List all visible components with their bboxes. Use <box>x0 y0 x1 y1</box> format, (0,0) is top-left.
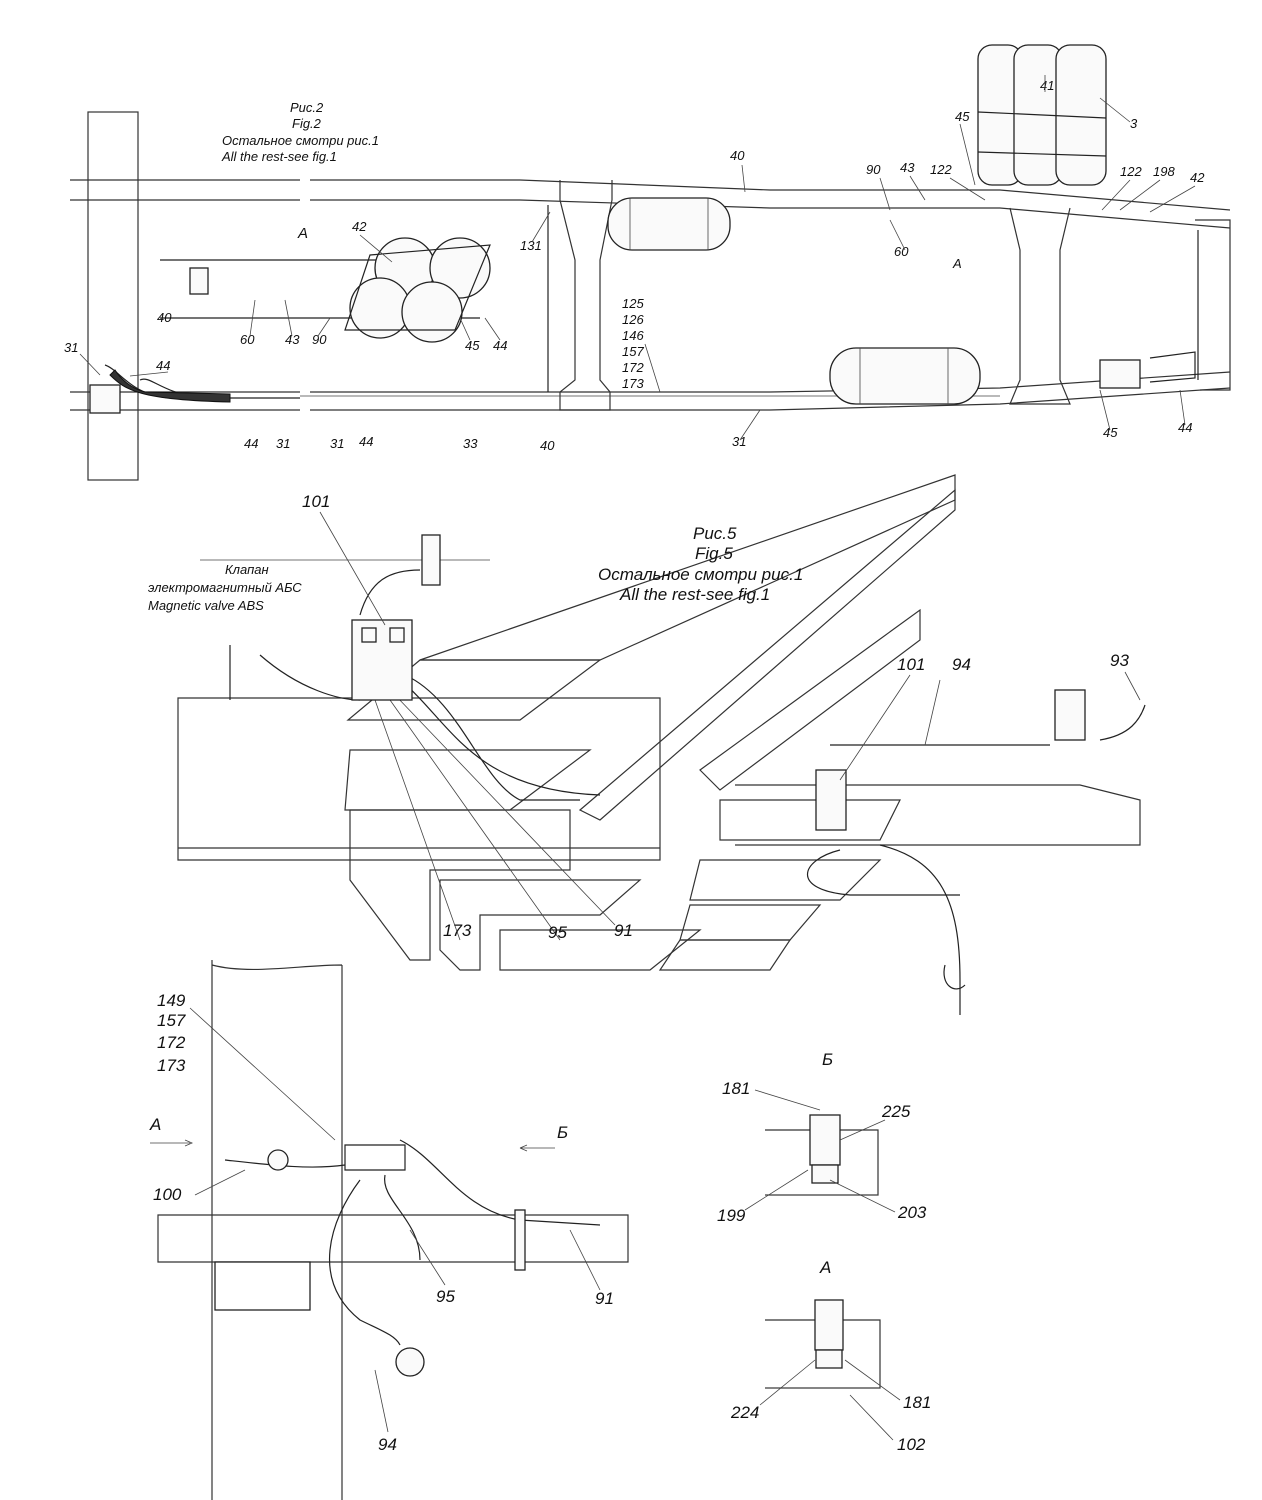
callout-90: 90 <box>866 162 881 177</box>
arrow-b-label: Б <box>557 1123 568 1142</box>
callout-203: 203 <box>897 1203 927 1222</box>
callout-199: 199 <box>717 1206 746 1225</box>
callout-95: 95 <box>548 923 567 942</box>
arrow-a-label: A <box>149 1115 161 1134</box>
callout-44: 44 <box>156 358 170 373</box>
callout-94: 94 <box>378 1435 397 1454</box>
callout-42: 42 <box>352 219 367 234</box>
callout-101: 101 <box>302 492 330 511</box>
fig2-caption: Рис.2 Fig.2 Остальное смотри рис.1 All t… <box>221 100 379 242</box>
fig5-callouts: 101 101 94 93 173 95 91 <box>302 492 1141 942</box>
callout-43: 43 <box>900 160 915 175</box>
callout-a-section: A <box>952 256 962 271</box>
callout-93: 93 <box>1110 651 1129 670</box>
fig5-caption-line3: Остальное смотри рис.1 <box>598 565 803 584</box>
callout-173: 173 <box>443 921 472 940</box>
fig5-caption-line1: Рис.5 <box>693 524 737 543</box>
stack-157: 157 <box>622 344 644 359</box>
callout-181: 181 <box>903 1393 931 1412</box>
stack-173: 173 <box>157 1056 186 1075</box>
valve-block-right <box>1099 351 1196 389</box>
callout-31: 31 <box>64 340 78 355</box>
callout-225: 225 <box>881 1102 911 1121</box>
stack-126: 126 <box>622 312 644 327</box>
callout-31: 31 <box>732 434 746 449</box>
fig2-caption-line3: Остальное смотри рис.1 <box>222 133 379 148</box>
callout-31: 31 <box>330 436 344 451</box>
callout-122: 122 <box>1120 164 1142 179</box>
stack-173: 173 <box>622 376 644 391</box>
callout-42: 42 <box>1190 170 1205 185</box>
callout-224: 224 <box>730 1403 759 1422</box>
callout-44: 44 <box>493 338 507 353</box>
fig2-caption-line2: Fig.2 <box>292 116 322 131</box>
callout-45: 45 <box>465 338 480 353</box>
callout-60: 60 <box>894 244 909 259</box>
fig2-caption-line4: All the rest-see fig.1 <box>221 149 337 164</box>
callout-3: 3 <box>1130 116 1138 131</box>
callout-101: 101 <box>897 655 925 674</box>
callout-60: 60 <box>240 332 255 347</box>
fig5-drawing <box>177 474 1146 1015</box>
detail-callouts: 149 157 172 173 A Б 100 95 91 94 <box>149 991 614 1454</box>
callout-44: 44 <box>1178 420 1192 435</box>
callout-95: 95 <box>436 1287 455 1306</box>
view-a-title: А <box>819 1258 831 1277</box>
callout-181: 181 <box>722 1079 750 1098</box>
air-tank-lower <box>829 347 981 405</box>
view-b-callouts: Б 181 225 199 203 <box>717 1050 927 1225</box>
stack-149: 149 <box>157 991 186 1010</box>
valve-label-line2: электромагнитный АБС <box>148 580 302 595</box>
callout-45: 45 <box>955 109 970 124</box>
callout-91: 91 <box>595 1289 614 1308</box>
view-b-title: Б <box>822 1050 833 1069</box>
stack-125: 125 <box>622 296 644 311</box>
callout-43: 43 <box>285 332 300 347</box>
callout-40: 40 <box>730 148 745 163</box>
fig5-caption-line4: All the rest-see fig.1 <box>619 585 770 604</box>
callout-40: 40 <box>157 310 172 325</box>
callout-91: 91 <box>614 921 633 940</box>
callout-100: 100 <box>153 1185 182 1204</box>
callout-94: 94 <box>952 655 971 674</box>
stack-172: 172 <box>622 360 644 375</box>
stack-157: 157 <box>157 1011 186 1030</box>
view-b-drawing <box>765 1114 879 1196</box>
view-a-drawing <box>765 1299 881 1389</box>
callout-41: 41 <box>1040 78 1054 93</box>
callout-90: 90 <box>312 332 327 347</box>
valve-label-line3: Magnetic valve ABS <box>148 598 264 613</box>
fig5-caption: Рис.5 Fig.5 Остальное смотри рис.1 All t… <box>148 524 803 613</box>
callout-44: 44 <box>359 434 373 449</box>
fig2-caption-line1: Рис.2 <box>290 100 324 115</box>
air-tank-upper <box>607 197 731 251</box>
callout-44: 44 <box>244 436 258 451</box>
callout-33: 33 <box>463 436 478 451</box>
stack-172: 172 <box>157 1033 186 1052</box>
fig2-view-a-label: A <box>297 225 308 242</box>
brake-valve-left <box>89 267 231 414</box>
detail-drawing <box>157 960 629 1500</box>
valve-label-line1: Клапан <box>225 562 269 577</box>
view-a-callouts: А 224 181 102 <box>730 1258 931 1454</box>
callout-102: 102 <box>897 1435 926 1454</box>
callout-198: 198 <box>1153 164 1175 179</box>
callout-131: 131 <box>520 238 542 253</box>
callout-45: 45 <box>1103 425 1118 440</box>
tank-cluster-41 <box>977 44 1107 186</box>
fig2-callouts: 40 41 3 45 90 43 122 122 198 42 131 60 A… <box>64 75 1205 453</box>
callout-40: 40 <box>540 438 555 453</box>
callout-31: 31 <box>276 436 290 451</box>
stack-146: 146 <box>622 328 644 343</box>
callout-122: 122 <box>930 162 952 177</box>
fig5-caption-line2: Fig.5 <box>695 544 733 563</box>
receiver-group-view-a <box>344 237 491 343</box>
